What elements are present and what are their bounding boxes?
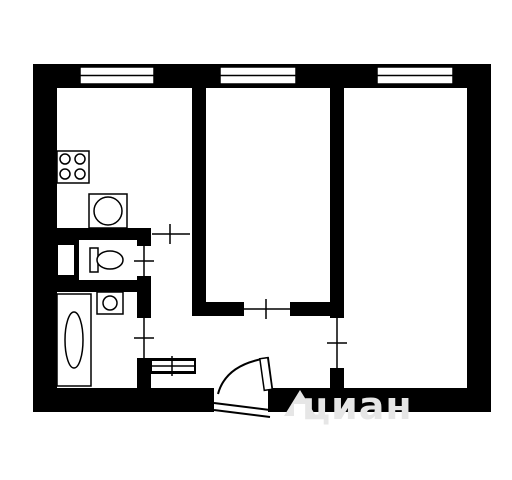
watermark-text: циан [302, 384, 413, 428]
window-right-room [376, 66, 454, 85]
stove-icon [56, 150, 90, 184]
wall-toilet-bath [53, 280, 151, 292]
entrance-door-leaf [258, 356, 274, 392]
washbasin-icon [96, 291, 124, 315]
sink-icon [88, 193, 128, 229]
bathtub-icon [56, 293, 92, 387]
wall-kitchen-middle [192, 84, 206, 316]
entrance-door [213, 356, 274, 418]
interior-walls [53, 84, 344, 388]
toilet-icon [89, 247, 124, 273]
door-openings [137, 228, 344, 412]
wall-bottom-left [33, 388, 214, 412]
wall-kitchen-bottom [53, 228, 151, 240]
niche-inner [58, 245, 74, 275]
wall-right [467, 64, 491, 412]
cian-house-icon [284, 390, 316, 416]
door-marks [134, 224, 347, 376]
window-middle-room [219, 66, 297, 85]
window-kitchen [79, 66, 155, 85]
windows [79, 66, 454, 85]
